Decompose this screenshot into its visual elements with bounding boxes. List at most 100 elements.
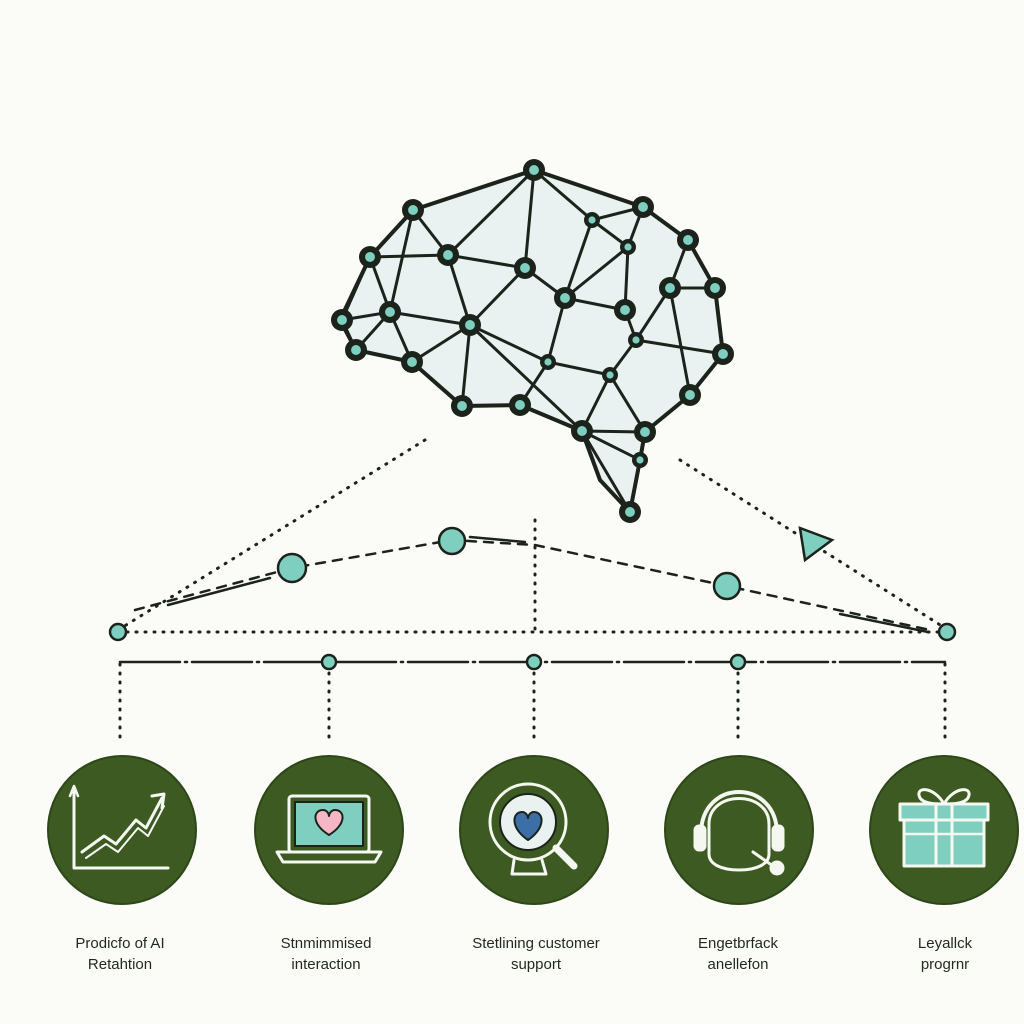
caption-support: Stetlining customer support <box>446 933 626 975</box>
arrow-head-icon <box>798 526 835 563</box>
brain-node-core <box>337 315 347 325</box>
brain-edge <box>388 310 472 327</box>
brain-edge <box>388 208 415 314</box>
brain-edge <box>608 373 647 434</box>
caption-line: Prodicfo of AI <box>75 935 165 952</box>
item-interaction <box>254 755 404 905</box>
brain-node-core <box>457 401 467 411</box>
brain-edge <box>468 323 550 364</box>
laptop-heart-icon <box>275 794 383 864</box>
caption-line: Engetbrfack <box>697 935 779 952</box>
item-loyalty <box>869 755 1019 905</box>
brain-node-core <box>520 263 530 273</box>
brain-edge <box>563 245 630 300</box>
brain-node-core <box>365 252 375 262</box>
brain-edge <box>446 168 536 257</box>
dotted-connector <box>678 458 947 630</box>
brain-edge <box>713 286 725 356</box>
brain-node-core <box>640 427 650 437</box>
teal-node <box>276 552 308 584</box>
brain-node-core <box>577 426 587 436</box>
brain-node-core <box>632 336 640 344</box>
gift-box-icon <box>898 788 990 868</box>
teal-node <box>320 653 338 671</box>
teal-node <box>712 571 742 601</box>
dashed-trend-line <box>133 538 932 632</box>
brain-edge <box>410 323 472 364</box>
connector-markers <box>108 526 957 671</box>
teal-node <box>937 622 957 642</box>
caption-loyalty: Leyallck progrnr <box>855 933 1024 975</box>
brain-node-core <box>624 243 632 251</box>
brain-edge <box>518 403 584 433</box>
brain-node-core <box>665 283 675 293</box>
brain-node-core <box>443 250 453 260</box>
line-chart-icon <box>68 784 170 870</box>
caption-interaction: Stnmimmised interaction <box>236 933 416 975</box>
trend-segment <box>166 576 272 607</box>
brain-edge <box>546 360 612 377</box>
teal-node <box>729 653 747 671</box>
brain-node-core <box>683 235 693 245</box>
brain-edge <box>468 266 527 327</box>
brain-edge <box>411 168 536 212</box>
teal-node <box>437 526 467 556</box>
caption-line: support <box>510 956 562 973</box>
brain-node-core <box>544 358 552 366</box>
brain-edge <box>523 168 536 270</box>
brain-node-core <box>625 507 635 517</box>
brain-edge <box>546 296 567 364</box>
caption-feedback: Engetbrfack anellefon <box>648 933 828 975</box>
brain-node-core <box>685 390 695 400</box>
brain-edge <box>446 253 472 327</box>
caption-line: progrnr <box>920 956 970 973</box>
magnifier-heart-icon <box>488 782 578 876</box>
trend-segment <box>468 535 527 544</box>
item-predictive <box>47 755 197 905</box>
caption-line: Stetlining customer <box>472 935 600 952</box>
caption-line: Retahtion <box>87 956 153 973</box>
brain-edge <box>668 286 692 397</box>
brain-edge <box>410 360 464 408</box>
brain-node-core <box>710 283 720 293</box>
brain-edge <box>460 323 472 408</box>
teal-node <box>108 622 128 642</box>
brain-node-core <box>606 371 614 379</box>
brain-node-core <box>515 400 525 410</box>
item-circles <box>47 755 1019 905</box>
brain-node-core <box>465 320 475 330</box>
brain-edge <box>446 253 527 270</box>
brain-edge <box>468 323 584 433</box>
brain-node-core <box>620 305 630 315</box>
brain-edge <box>340 255 372 322</box>
item-circle <box>664 755 814 905</box>
brain-edge <box>563 218 594 300</box>
item-support <box>459 755 609 905</box>
brain-node-core <box>385 307 395 317</box>
caption-predictive: Prodicfo of AI Retahtion <box>30 933 210 975</box>
item-feedback <box>664 755 814 905</box>
brain-edge <box>634 338 725 356</box>
brain-node-core <box>560 293 570 303</box>
brain-edge <box>532 168 594 222</box>
trend-segment <box>838 612 930 634</box>
brain-node-core <box>529 165 539 175</box>
brain-edge <box>532 168 645 209</box>
brain-network-icon <box>331 159 734 523</box>
brain-outline <box>338 168 725 514</box>
connector-lines <box>116 438 947 747</box>
caption-line: anellefon <box>707 956 769 973</box>
brain-node-core <box>351 345 361 355</box>
brain-node-core <box>718 349 728 359</box>
brain-node-core <box>408 205 418 215</box>
brain-edge <box>580 429 632 514</box>
caption-line: interaction <box>291 956 361 973</box>
dotted-connector <box>116 438 427 632</box>
brain-node-core <box>636 456 644 464</box>
teal-node <box>525 653 543 671</box>
brain-edge <box>368 253 450 259</box>
headset-icon <box>693 790 785 876</box>
item-circle <box>47 755 197 905</box>
brain-node-core <box>407 357 417 367</box>
brain-node-core <box>588 216 596 224</box>
